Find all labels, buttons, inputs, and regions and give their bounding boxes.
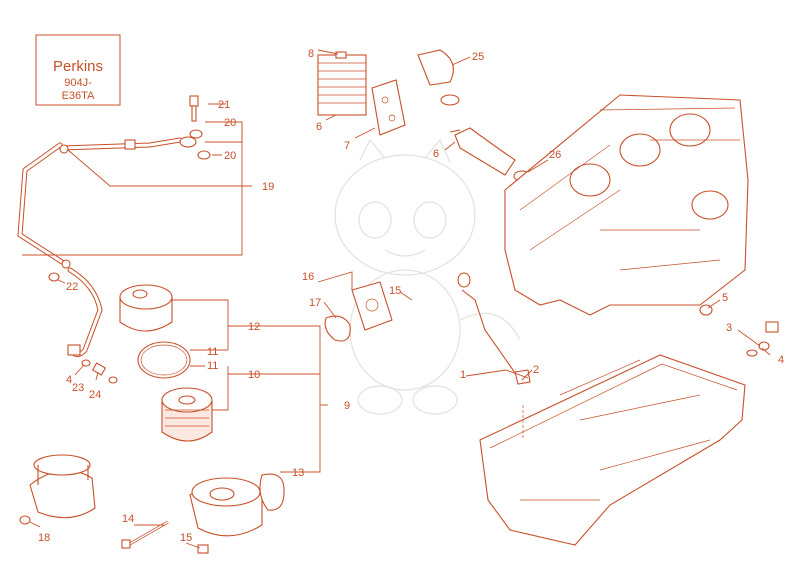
callout-2: 2 [533,364,539,376]
part-17-gasket [324,315,351,342]
callout-4-left: 4 [66,374,72,386]
callout-11-lower: 11 [207,360,218,372]
callout-8: 8 [308,48,314,60]
part-22-bolt [48,272,60,282]
part-18-filter-head [19,454,96,525]
watermark-mascot [334,138,521,415]
part-12-oil-filter [119,284,173,332]
part-1-dipstick [457,272,531,385]
callout-15-lower: 15 [180,532,192,544]
callout-22: 22 [66,281,78,293]
logo-model-line2: E36TA [62,90,95,102]
callout-1: 1 [460,369,466,381]
leader-lines [22,49,771,549]
callout-4-right: 4 [778,354,784,366]
callout-3: 3 [726,322,732,334]
part-25-breather-elbow [417,49,460,106]
part-10-filter-element [161,387,213,442]
part-15-bolt-lower [197,544,209,554]
part-7-cooler-gasket [371,79,406,136]
callout-9: 9 [344,400,350,412]
callout-23: 23 [72,382,84,394]
callout-5: 5 [722,292,728,304]
part-11-seal-ring [137,341,191,379]
callout-18: 18 [38,532,50,544]
callout-11-upper: 11 [207,346,218,358]
callout-21: 21 [218,99,230,111]
part-21-banjo-bolt [179,95,211,160]
callout-20-lower: 20 [224,150,236,162]
callout-17: 17 [309,297,321,309]
perkins-logo-box: Perkins 904J- E36TA [35,34,121,106]
callout-24: 24 [89,389,101,401]
callout-19: 19 [262,181,274,193]
callout-6-tube: 6 [433,148,439,160]
part-6-oil-cooler [317,51,367,116]
part-13-filter-housing [189,473,285,537]
part-16-cover-plate [351,281,393,331]
part-23-24-fittings [81,359,118,384]
callout-13: 13 [292,467,304,479]
part-19-oil-pipe [17,137,183,358]
engine-block [504,94,749,316]
callout-14: 14 [122,513,134,525]
callout-15-upper: 15 [389,285,401,297]
callout-26: 26 [549,149,561,161]
callout-16: 16 [302,271,314,283]
part-26-tube [449,127,531,182]
oil-pan [479,354,746,546]
part-14-long-bolt [121,520,169,549]
logo-brand: Perkins [53,58,103,75]
part-3-drain-plug [746,321,779,357]
logo-model-line1: 904J- [64,77,92,89]
callout-7: 7 [344,140,350,152]
callout-labels: 1 2 3 4 4 5 6 6 7 8 9 10 11 11 12 13 14 … [38,48,784,544]
callout-12: 12 [248,321,260,333]
callout-25: 25 [472,51,484,63]
callout-20-upper: 20 [224,117,236,129]
callout-6-cooler: 6 [316,121,322,133]
callout-10: 10 [248,369,260,381]
